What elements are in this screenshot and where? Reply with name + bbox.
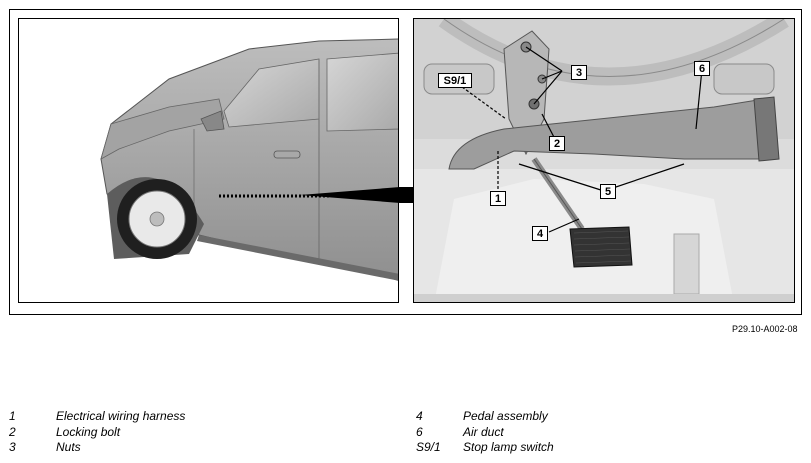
legend-item: 4 Pedal assembly — [416, 409, 796, 425]
vehicle-overview-panel — [18, 18, 399, 303]
legend-text: Pedal assembly — [463, 409, 548, 423]
legend-item: 6 Air duct — [416, 425, 796, 441]
legend-number: 3 — [9, 440, 16, 454]
legend-item: 2 Locking bolt — [9, 425, 389, 441]
legend-item: 1 Electrical wiring harness — [9, 409, 389, 425]
legend-number: 1 — [9, 409, 16, 423]
callout-6: 6 — [694, 61, 710, 76]
legend-number: S9/1 — [416, 440, 441, 454]
legend-text: Air duct — [463, 424, 504, 439]
legend-text: Electrical wiring harness — [56, 409, 186, 423]
legend-number: 2 — [9, 424, 16, 439]
legend-text: Locking bolt — [56, 424, 121, 439]
pedal-area-illustration — [414, 19, 794, 302]
legend-text: Nuts — [56, 440, 81, 454]
legend-right: 4 Pedal assembly 6 Air duct S9/1 Stop la… — [416, 409, 796, 456]
callout-2: 2 — [549, 136, 565, 151]
figure-reference-code: P29.10-A002-08 — [732, 324, 798, 334]
legend-left: 1 Electrical wiring harness 2 Locking bo… — [9, 409, 389, 456]
legend-item: S9/1 Stop lamp switch — [416, 440, 796, 456]
callout-3: 3 — [571, 65, 587, 80]
legend-number: 4 — [416, 409, 423, 423]
callout-4: 4 — [532, 226, 548, 241]
vehicle-illustration — [100, 38, 398, 281]
callout-s9-1: S9/1 — [438, 73, 472, 88]
legend-text: Stop lamp switch — [463, 440, 554, 454]
callout-1: 1 — [490, 191, 506, 206]
callout-5: 5 — [600, 184, 616, 199]
detail-connector — [300, 187, 414, 203]
legend-item: 3 Nuts — [9, 440, 389, 456]
pedal-detail-panel: S9/1 3 6 2 5 1 4 — [413, 18, 795, 303]
legend-number: 6 — [416, 424, 423, 439]
